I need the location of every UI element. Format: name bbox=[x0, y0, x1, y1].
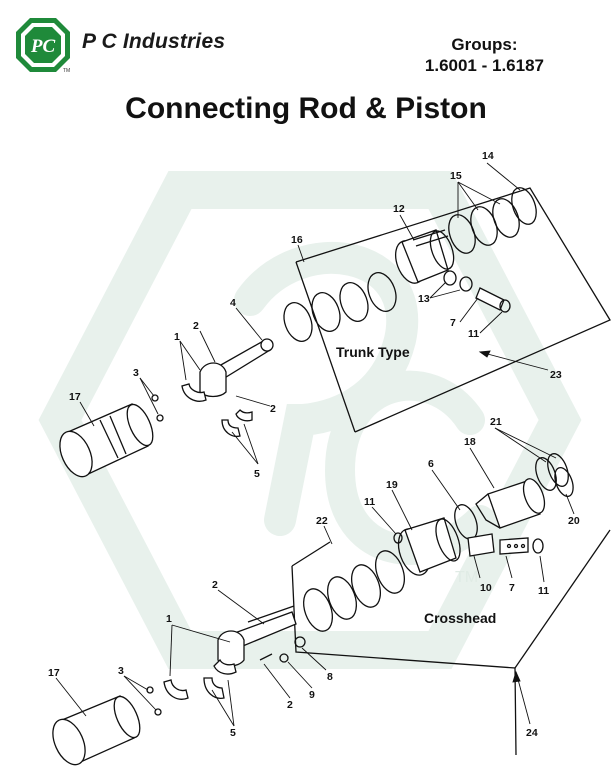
callout-6: 6 bbox=[428, 458, 434, 470]
bolts-upper bbox=[151, 394, 164, 422]
callout-1-upper: 1 bbox=[174, 331, 180, 343]
groups-label: Groups: bbox=[451, 35, 518, 54]
crosshead-bracket-right bbox=[514, 529, 611, 669]
rings-16 bbox=[283, 272, 397, 342]
callout-19: 19 bbox=[386, 479, 398, 491]
crosshead-group bbox=[52, 453, 611, 766]
trunk-bracket bbox=[295, 187, 611, 433]
callout-11-plug: 11 bbox=[538, 585, 549, 597]
page-header: PC TM P C Industries Groups: 1.6001 - 1.… bbox=[0, 0, 612, 90]
callout-3-upper: 3 bbox=[133, 367, 139, 379]
cylinder-liner-lower bbox=[52, 695, 141, 766]
bolts-lower bbox=[146, 686, 162, 716]
crosshead-bracket-top bbox=[291, 541, 331, 567]
callout-5-lower: 5 bbox=[230, 727, 236, 739]
callout-2-lower-rod: 2 bbox=[212, 579, 218, 591]
watermark-tm: TM bbox=[455, 569, 478, 586]
callout-11-trunk: 11 bbox=[468, 328, 479, 340]
rings-15 bbox=[448, 198, 520, 254]
section-label-crosshead: Crosshead bbox=[424, 610, 496, 626]
pin-assembly-trunk bbox=[443, 270, 511, 313]
callout-21: 21 bbox=[490, 416, 502, 428]
callout-8: 8 bbox=[327, 671, 333, 683]
bearing-shell-upper bbox=[181, 383, 207, 402]
callout-22: 22 bbox=[316, 515, 328, 527]
trunk-type-group bbox=[59, 187, 611, 478]
crosshead-bracket-left bbox=[291, 565, 517, 756]
pin-assembly-crosshead bbox=[393, 532, 544, 557]
callout-2-cap: 2 bbox=[270, 403, 276, 415]
callout-18: 18 bbox=[464, 436, 476, 448]
callout-13: 13 bbox=[418, 293, 430, 305]
brand-name: P C Industries bbox=[82, 30, 226, 53]
piston-19 bbox=[397, 517, 461, 576]
callout-3-lower: 3 bbox=[118, 665, 124, 677]
callout-10: 10 bbox=[480, 582, 492, 594]
callout-7-crosshead: 7 bbox=[509, 582, 515, 594]
callout-1-lower: 1 bbox=[166, 613, 172, 625]
bearing-shell-lower bbox=[163, 679, 189, 700]
logo-tm: TM bbox=[63, 68, 70, 74]
callout-2-bolt: 2 bbox=[287, 699, 293, 711]
bearing-shells-5-upper bbox=[221, 409, 253, 438]
callout-5-upper: 5 bbox=[254, 468, 260, 480]
callout-12: 12 bbox=[393, 203, 405, 215]
callout-15: 15 bbox=[450, 170, 462, 182]
callout-17-upper: 17 bbox=[69, 391, 81, 403]
callout-labels: 14 15 12 16 13 7 11 4 2 1 3 2 17 5 23 21… bbox=[48, 150, 580, 739]
callout-7-trunk: 7 bbox=[450, 317, 456, 329]
groups-block: Groups: 1.6001 - 1.6187 bbox=[425, 34, 544, 76]
piston-12 bbox=[395, 229, 455, 284]
callout-4: 4 bbox=[230, 297, 236, 309]
callout-24: 24 bbox=[526, 727, 538, 739]
crosshead-18 bbox=[475, 478, 546, 529]
connecting-rod-lower bbox=[217, 605, 297, 667]
callout-16: 16 bbox=[291, 234, 303, 246]
connecting-rod-upper bbox=[199, 338, 274, 398]
callout-20: 20 bbox=[568, 515, 580, 527]
ring-20 bbox=[554, 466, 574, 498]
bearing-shells-5-lower bbox=[203, 658, 237, 699]
pc-industries-logo: PC TM bbox=[16, 18, 70, 74]
callout-23: 23 bbox=[550, 369, 562, 381]
cylinder-liner-upper bbox=[59, 403, 154, 478]
section-label-trunk: Trunk Type bbox=[336, 344, 410, 360]
leader-lines bbox=[55, 162, 575, 727]
callout-9: 9 bbox=[309, 689, 315, 701]
callout-17-lower: 17 bbox=[48, 667, 60, 679]
ring-14 bbox=[511, 187, 537, 225]
rings-22 bbox=[303, 550, 405, 632]
callout-11-crosshead: 11 bbox=[364, 496, 375, 508]
logo-text: PC bbox=[30, 36, 56, 57]
page-title: Connecting Rod & Piston bbox=[125, 92, 487, 125]
callout-2-rod: 2 bbox=[193, 320, 199, 332]
groups-range: 1.6001 - 1.6187 bbox=[424, 56, 544, 75]
trunk-bracket-left bbox=[295, 261, 356, 433]
callout-14: 14 bbox=[482, 150, 494, 162]
bolt-washer-nut bbox=[259, 636, 306, 663]
